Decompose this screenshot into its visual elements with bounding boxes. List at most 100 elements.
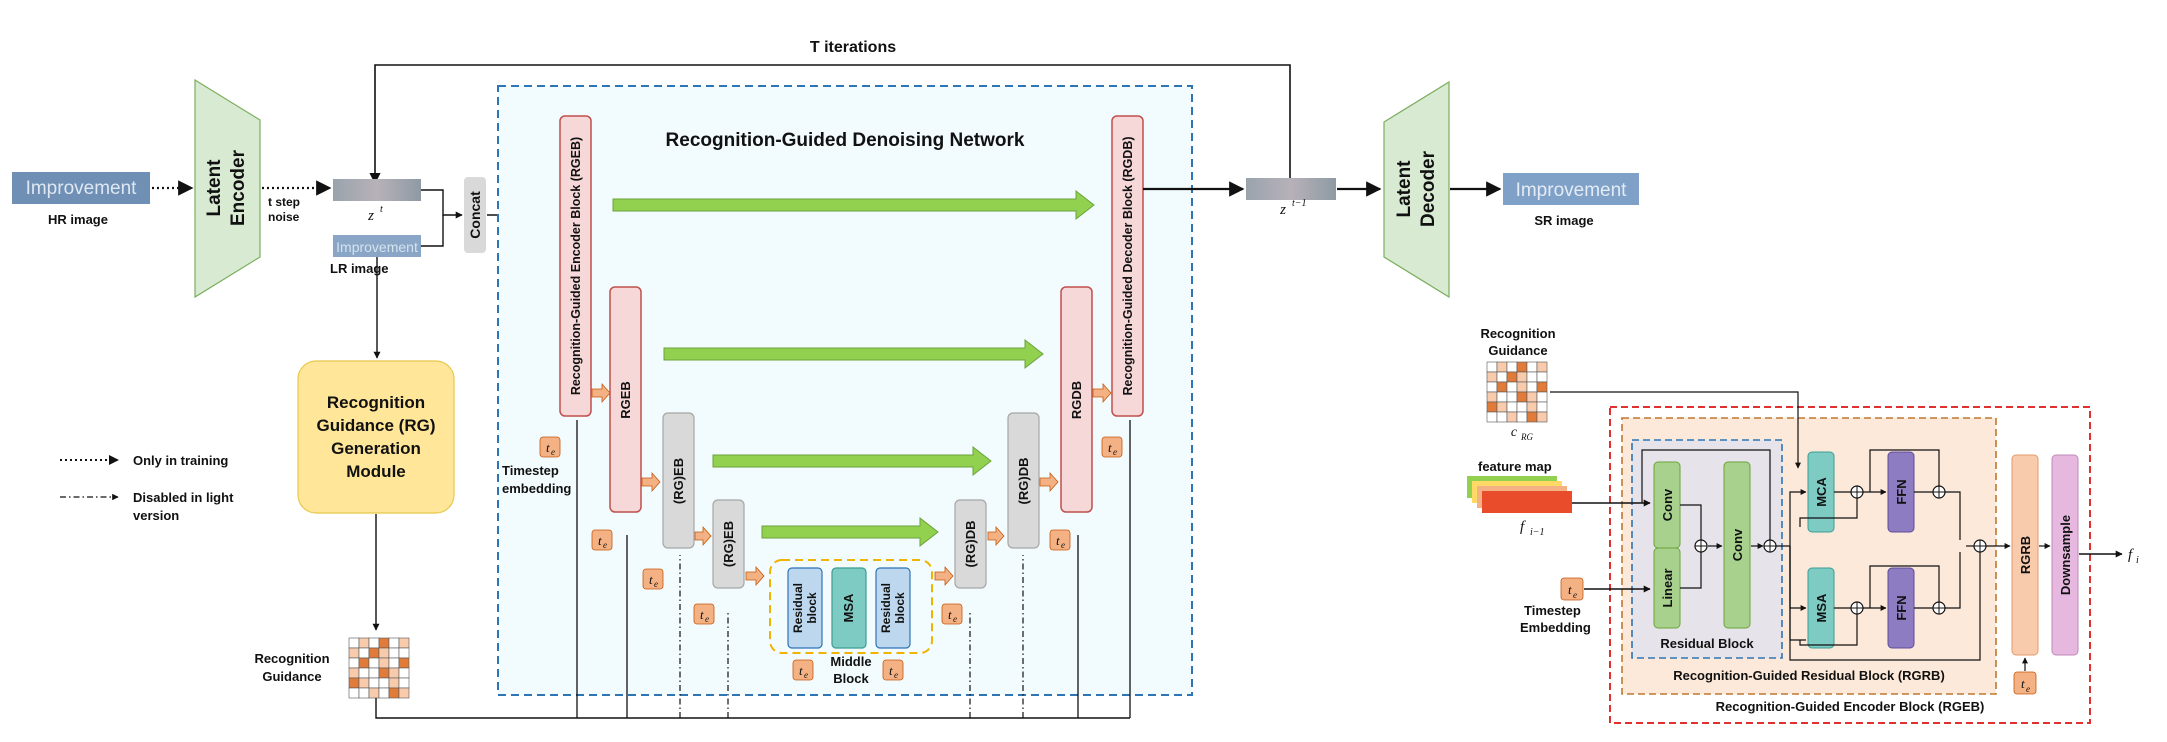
latent-encoder: Latent Encoder bbox=[194, 78, 261, 299]
te-token bbox=[539, 436, 561, 458]
conv-block-2 bbox=[1723, 461, 1751, 629]
te-token-main: t bbox=[598, 533, 602, 548]
msa-label: MSA bbox=[841, 593, 856, 623]
te-token-sub: e bbox=[551, 447, 555, 457]
recog-guidance-label-1: Recognition bbox=[254, 651, 329, 666]
te-token-main: t bbox=[1108, 440, 1112, 455]
rg-eb-label-1: (RG)EB bbox=[671, 458, 686, 504]
legend-light-1: Disabled in light bbox=[133, 490, 234, 505]
rgrb-full-label: Recognition-Guided Residual Block (RGRB) bbox=[1673, 668, 1945, 683]
te-token-sub: e bbox=[654, 579, 658, 589]
t-step-label-1: t step bbox=[268, 195, 300, 209]
te-token bbox=[941, 603, 963, 625]
te-token-main: t bbox=[948, 607, 952, 622]
rg-db-block-2: (RG)DB bbox=[954, 499, 987, 589]
legend-light-2: version bbox=[133, 508, 179, 523]
te-token-sub: e bbox=[1113, 447, 1117, 457]
middle-label-1: Middle bbox=[830, 654, 871, 669]
te-token-sub: e bbox=[603, 540, 607, 550]
residual-2-line-1: Residual bbox=[879, 583, 893, 633]
detail-timestep-2: Embedding bbox=[1520, 620, 1591, 635]
hr-image-label: HR image bbox=[48, 212, 108, 227]
timestep-label-2: embedding bbox=[502, 481, 571, 496]
concat-label: Concat bbox=[467, 191, 483, 239]
network-title: Recognition-Guided Denoising Network bbox=[666, 130, 1025, 151]
concat-block: Concat bbox=[464, 177, 486, 253]
rgrb-block bbox=[2011, 454, 2039, 656]
residual-block-1 bbox=[787, 567, 823, 649]
middle-block: Residual block MSA Residual block Middle… bbox=[769, 559, 933, 686]
msa-block bbox=[831, 567, 867, 649]
detail-timestep-1: Timestep bbox=[1524, 603, 1581, 618]
latent-encoder-label-2: Encoder bbox=[228, 149, 249, 226]
te-detail-sub: e bbox=[1573, 590, 1577, 600]
rgeb-big-block: Recognition-Guided Encoder Block (RGEB) bbox=[559, 115, 592, 417]
zt-label: z bbox=[367, 208, 374, 224]
ffn-label-1: FFN bbox=[1894, 479, 1909, 504]
timestep-label-1: Timestep bbox=[502, 463, 559, 478]
msa-detail-label: MSA bbox=[1814, 593, 1829, 623]
te-token-sub: e bbox=[953, 614, 957, 624]
zt1-latent: z t−1 bbox=[1246, 178, 1336, 218]
te-token-sub: e bbox=[705, 614, 709, 624]
detail-recog-label-2: Guidance bbox=[1488, 343, 1547, 358]
conv-label-1: Conv bbox=[1660, 488, 1675, 521]
rg-module-line-2: Guidance (RG) bbox=[316, 416, 435, 435]
te-detail-token bbox=[1560, 577, 1584, 601]
ffn-label-2: FFN bbox=[1894, 595, 1909, 620]
iteration-loop: T iterations bbox=[369, 39, 1291, 185]
te-token bbox=[792, 659, 814, 681]
lr-image: Improvement LR image bbox=[330, 235, 421, 276]
te-token-main: t bbox=[700, 607, 704, 622]
downsample-label: Downsample bbox=[2058, 515, 2073, 595]
conv-label-2: Conv bbox=[1730, 528, 1745, 561]
zt-latent: z t bbox=[333, 179, 421, 224]
latent-decoder-label-1: Latent bbox=[1394, 160, 1415, 218]
downsample-block bbox=[2051, 454, 2079, 656]
te-detail-main: t bbox=[1568, 582, 1572, 597]
rg-db-label-2: (RG)DB bbox=[963, 521, 978, 568]
te-token-main: t bbox=[546, 440, 550, 455]
rgdb-big-label: Recognition-Guided Decoder Block (RGDB) bbox=[1121, 136, 1135, 395]
te-rgrb-main: t bbox=[2021, 676, 2025, 691]
residual-2-line-2: block bbox=[893, 592, 907, 624]
rgeb-full-label: Recognition-Guided Encoder Block (RGEB) bbox=[1716, 699, 1985, 714]
rgdb-block: RGDB bbox=[1060, 286, 1093, 513]
feature-map-label: feature map bbox=[1478, 459, 1552, 474]
rg-module-line-4: Module bbox=[346, 462, 406, 481]
te-token bbox=[1101, 436, 1123, 458]
t-iterations-label: T iterations bbox=[810, 39, 896, 56]
middle-label-2: Block bbox=[833, 671, 869, 686]
attention-wires bbox=[1776, 449, 2011, 661]
residual-block-2 bbox=[875, 567, 911, 649]
rg-eb-label-2: (RG)EB bbox=[721, 521, 736, 567]
latent-encoder-label-1: Latent bbox=[204, 159, 225, 217]
sr-image-label: SR image bbox=[1534, 213, 1593, 228]
residual-wires bbox=[1641, 449, 1771, 589]
rg-generation-module: Recognition Guidance (RG) Generation Mod… bbox=[297, 360, 455, 514]
lr-image-text: Improvement bbox=[336, 239, 418, 255]
te-rgrb-sub: e bbox=[2026, 684, 2030, 694]
c-rg-sub: RG bbox=[1520, 432, 1533, 442]
t-step-label-2: noise bbox=[268, 210, 300, 224]
zt-sup: t bbox=[380, 204, 383, 215]
te-token-main: t bbox=[649, 572, 653, 587]
zt1-label: z bbox=[1279, 202, 1286, 218]
latent-decoder: Latent Decoder bbox=[1383, 80, 1450, 299]
recog-guidance-label-2: Guidance bbox=[262, 669, 321, 684]
rg-db-block-1: (RG)DB bbox=[1007, 412, 1040, 549]
rgdb-label: RGDB bbox=[1069, 381, 1084, 419]
residual-1-line-2: block bbox=[805, 592, 819, 624]
te-token-main: t bbox=[1056, 533, 1060, 548]
lr-image-label: LR image bbox=[330, 261, 389, 276]
rgrb-label: RGRB bbox=[2018, 536, 2033, 574]
hr-image: Improvement HR image bbox=[12, 172, 150, 227]
f-out-label: f bbox=[2128, 547, 2134, 563]
c-rg-label: c bbox=[1511, 425, 1518, 440]
te-rgrb-token bbox=[2013, 671, 2037, 695]
skip-arrows bbox=[612, 189, 1095, 548]
te-token-sub: e bbox=[1061, 540, 1065, 550]
mca-label: MCA bbox=[1814, 477, 1829, 507]
te-token bbox=[591, 529, 613, 551]
hr-image-text: Improvement bbox=[26, 178, 138, 199]
